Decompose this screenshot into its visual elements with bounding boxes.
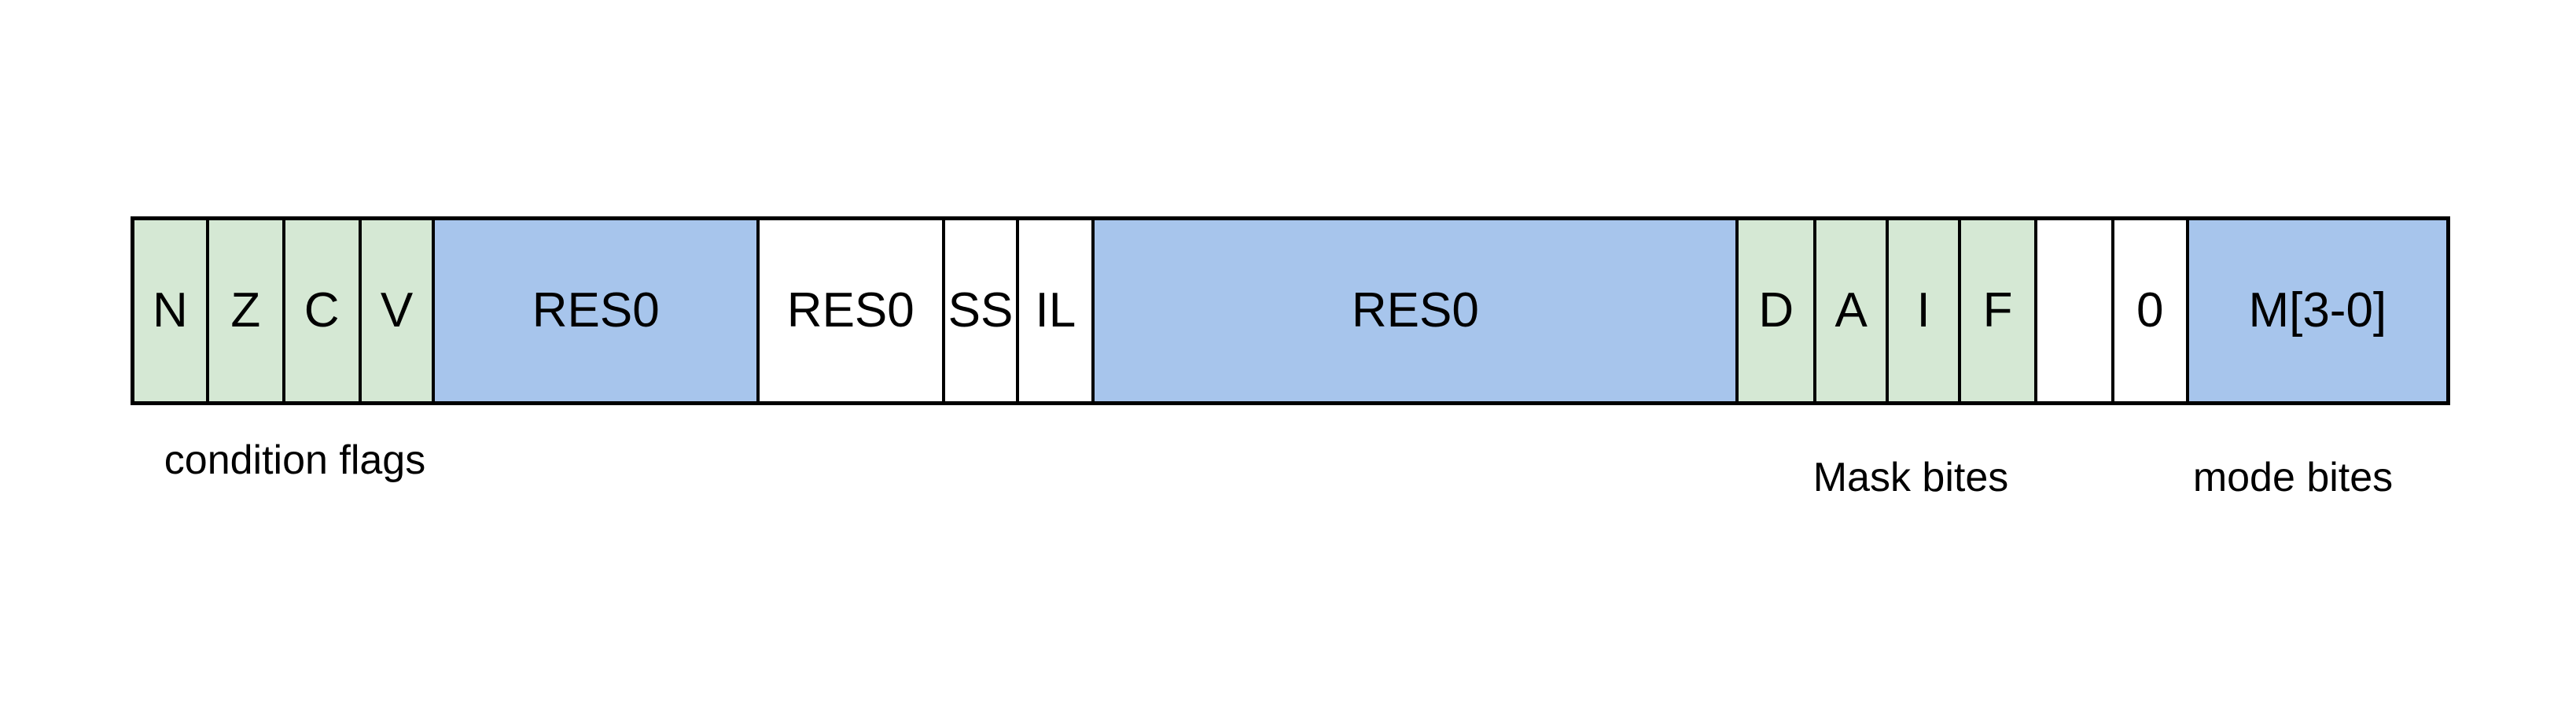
bitfield-cell-label: RES0 (786, 283, 914, 338)
bitfield-cell-label: RES0 (1351, 283, 1479, 338)
bitfield-cell-ss: SS (944, 220, 1020, 401)
bitfield-cell-c: C (285, 220, 362, 401)
bitfield-cell-v: V (361, 220, 436, 401)
bitfield-cell-label: N (153, 283, 188, 338)
bitfield-cell-empty (2037, 220, 2114, 401)
bitfield-cell-d: D (1739, 220, 1817, 401)
bitfield-cell-label: F (1982, 283, 2013, 338)
bitfield-cell-f: F (1961, 220, 2037, 401)
bitfield-cell-label: RES0 (532, 283, 660, 338)
bitfield-cell-label: IL (1035, 283, 1076, 338)
bitfield-cell-0: 0 (2114, 220, 2189, 401)
caption-mask-bites: Mask bites (1812, 455, 2009, 500)
bitfield-cell-z: Z (208, 220, 285, 401)
bitfield-cell-label: D (1758, 283, 1794, 338)
bitfield-cell-i: I (1889, 220, 1962, 401)
bitfield-cell-label: Z (230, 283, 261, 338)
caption-mode-bites: mode bites (2192, 455, 2394, 500)
bitfield-cell-label: A (1834, 283, 1868, 338)
bitfield-cell-a: A (1816, 220, 1890, 401)
bitfield-cell-res0: RES0 (435, 220, 760, 401)
caption-condition-flags: condition flags (164, 437, 426, 483)
bitfield-cell-m-3-0: M[3-0] (2188, 220, 2447, 401)
bitfield-cell-res0: RES0 (1095, 220, 1739, 401)
bitfield-cell-label: V (380, 283, 414, 338)
bitfield-cell-label: C (304, 283, 340, 338)
bitfield-cell-il: IL (1019, 220, 1095, 401)
bitfield-cell-label: 0 (2136, 283, 2164, 338)
bitfield-cell-label: I (1916, 283, 1930, 338)
bitfield-cell-label: M[3-0] (2248, 283, 2387, 338)
bitfield-cell-res0: RES0 (759, 220, 945, 401)
bitfield-cell-n: N (134, 220, 209, 401)
bitfield-cell-label: SS (948, 283, 1014, 338)
